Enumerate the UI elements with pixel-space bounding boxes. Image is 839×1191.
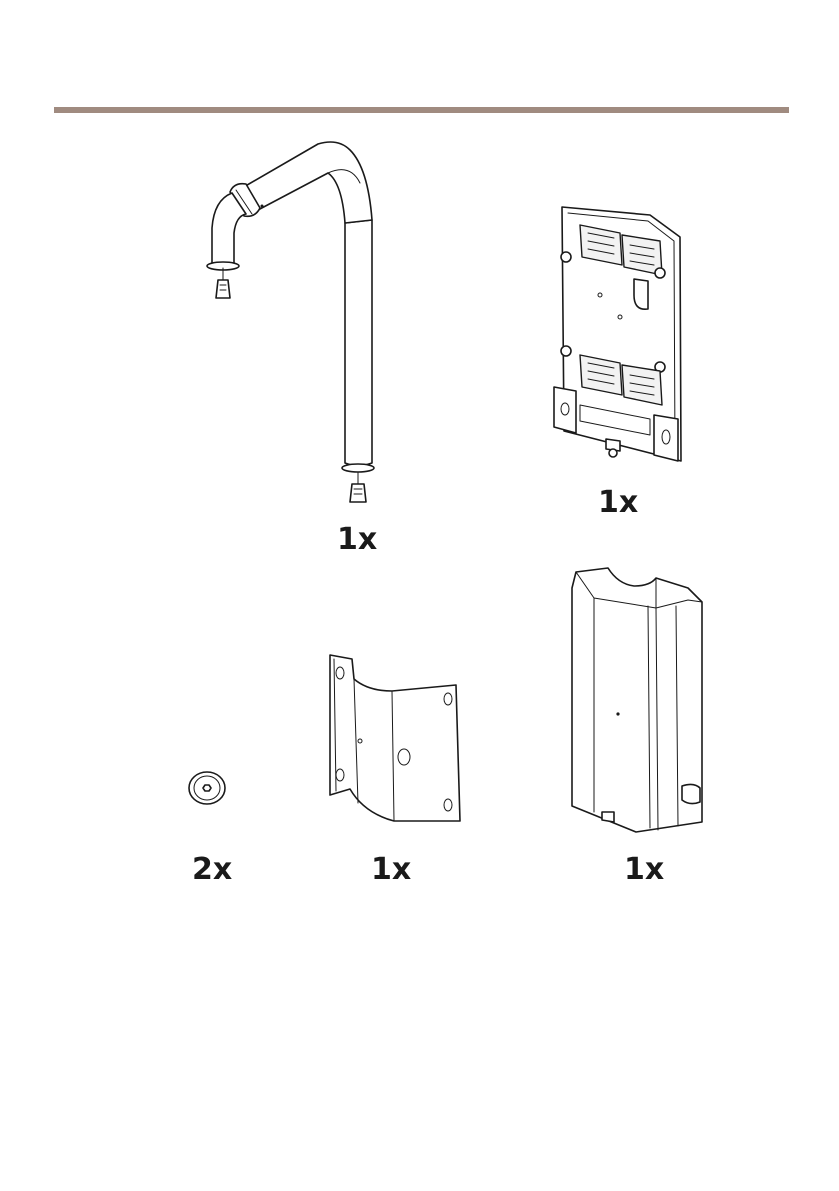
mounting-bracket-plate-illustration	[550, 205, 685, 463]
header-rule	[54, 107, 789, 113]
pole-arm-illustration	[200, 138, 390, 508]
cover-quantity: 1x	[624, 855, 664, 885]
mounting-bracket-plate-quantity: 1x	[598, 488, 638, 518]
screw-quantity: 2x	[192, 855, 232, 885]
screw-illustration	[186, 768, 228, 806]
pole-arm-quantity: 1x	[337, 525, 377, 555]
cover-illustration	[568, 566, 704, 834]
corner-bracket-illustration	[328, 653, 464, 825]
corner-bracket-quantity: 1x	[371, 855, 411, 885]
